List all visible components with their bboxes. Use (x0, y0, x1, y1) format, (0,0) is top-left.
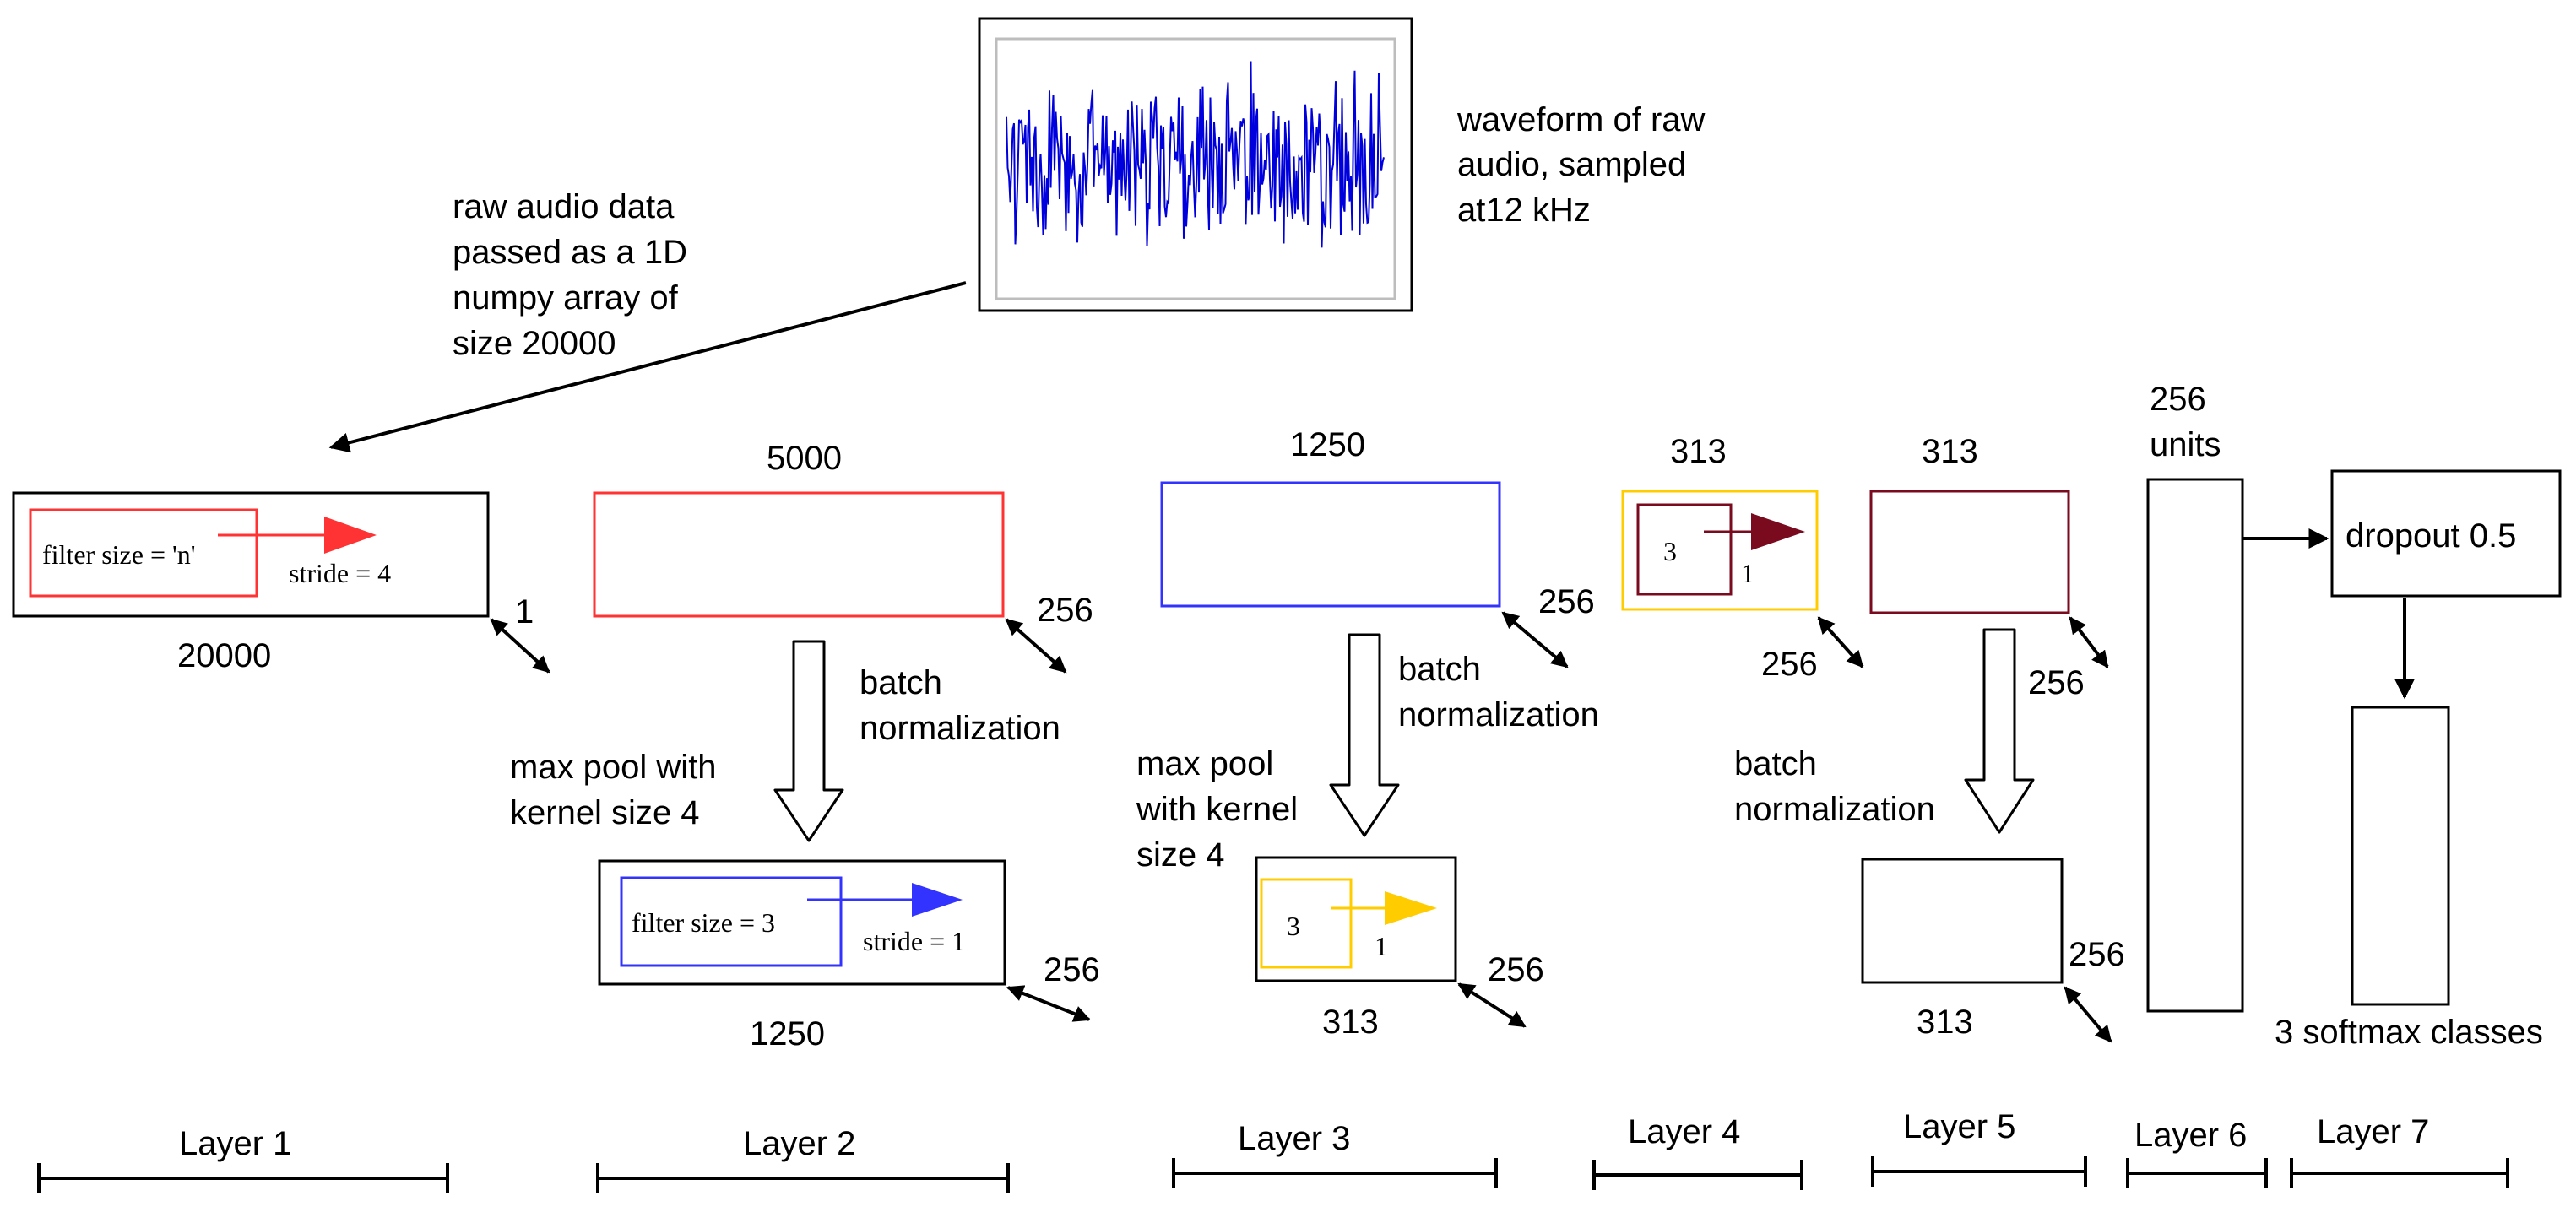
layer1-label: Layer 1 (179, 1125, 291, 1162)
layer3-label: Layer 3 (1238, 1120, 1350, 1157)
layer2-conv-length: 5000 (767, 440, 842, 477)
layer2-pool-depth: 256 (1044, 951, 1100, 988)
layer4-filter-box (1636, 503, 1733, 596)
layer2-conv-depth-arrow (1005, 618, 1067, 674)
layer6-range (2126, 1158, 2268, 1188)
layer2-batch-norm: batch normalization (860, 664, 1060, 747)
layer5-conv-length: 313 (1922, 433, 1978, 470)
layer2-label: Layer 2 (743, 1125, 855, 1162)
layer4-stride-arrowhead (1751, 513, 1805, 550)
layer4-depth-arrow (1817, 616, 1864, 668)
layer3-conv-length: 1250 (1290, 426, 1365, 463)
layer5-label: Layer 5 (1903, 1108, 2015, 1145)
layer2-range (596, 1163, 1010, 1193)
layer4-length: 313 (1670, 433, 1727, 470)
layer1-stride-arrowhead (324, 517, 377, 554)
layer5-pool-depth-arrow (2064, 986, 2112, 1043)
softmax-box (2351, 706, 2450, 1006)
layer3-block: 1250 256 batch normalization max pool wi… (1136, 426, 1599, 1041)
layer1-stride-label: stride = 4 (289, 558, 391, 588)
layer2-block: 5000 256 batch normalization max pool wi… (510, 440, 1100, 1053)
layer1-depth-arrow (490, 618, 550, 674)
layer4-label: Layer 4 (1628, 1113, 1740, 1150)
layer5-conv-depth-arrow (2069, 616, 2109, 668)
softmax-label: 3 softmax classes (2275, 1014, 2543, 1051)
layer-labels: Layer 1 Layer 2 Layer 3 Layer 4 Layer 5 … (179, 1108, 2429, 1162)
layer5-pool-box (1861, 858, 2064, 984)
layer5-pool-depth: 256 (2069, 936, 2125, 973)
layer2-conv-depth: 256 (1037, 592, 1093, 629)
layer3-pool-depth-arrow (1457, 982, 1527, 1028)
layer3-pool-box (1255, 856, 1457, 982)
layer2-conv-box (593, 491, 1005, 618)
layer3-filter-box (1260, 878, 1353, 969)
layer2-stride-arrowhead (912, 883, 963, 917)
input-arrow (328, 281, 967, 453)
layer3-range (1172, 1158, 1498, 1188)
layer2-filter-box (620, 876, 843, 967)
input-note: raw audio data passed as a 1D numpy arra… (453, 188, 697, 362)
dropout-box (2330, 469, 2562, 598)
layer2-maxpool: max pool with kernel size 4 (510, 749, 726, 831)
waveform-caption: waveform of raw audio, sampled at12 kHz (1456, 101, 1715, 229)
layer3-pool-length: 313 (1322, 1004, 1379, 1041)
layer6-units: 256 units (2150, 381, 2221, 463)
layer4-conv-box (1621, 490, 1819, 611)
layer2-filter-label: filter size = 3 (632, 907, 775, 938)
layer2-pool-length: 1250 (750, 1015, 825, 1053)
layer3-filter-label: 3 (1287, 911, 1300, 941)
layer7-block: dropout 0.5 3 softmax classes (2275, 469, 2562, 1051)
layer2-pool-depth-arrow (1006, 985, 1091, 1022)
layer-scale (37, 1156, 2509, 1193)
layer5-conv-depth: 256 (2028, 664, 2085, 701)
layer6-block: 256 units (2146, 381, 2329, 1013)
layer1-filter-label: filter size = 'n' (42, 539, 196, 570)
layer4-stride-label: 1 (1741, 558, 1754, 588)
layer3-batch-norm: batch normalization (1398, 651, 1599, 733)
layer6-dense-box (2146, 478, 2244, 1013)
layer3-pool-arrow (1329, 633, 1400, 837)
layer5-pool-length: 313 (1917, 1004, 1973, 1041)
layer4-filter-label: 3 (1663, 536, 1677, 566)
layer2-stride-label: stride = 1 (863, 926, 965, 956)
layer4-block: 313 3 1 256 (1621, 433, 1864, 683)
layer7-label: Layer 7 (2317, 1113, 2429, 1150)
layer2-pool-box (598, 859, 1006, 986)
layer4-range (1592, 1160, 1803, 1190)
layer1-depth: 1 (515, 593, 534, 630)
layer2-pool-arrow (773, 640, 844, 842)
layer1-filter-box (29, 508, 258, 598)
layer5-batch-norm: batch normalization (1734, 745, 1935, 828)
layer1-block: filter size = 'n' stride = 4 1 20000 (12, 491, 550, 674)
waveform-panel (978, 17, 1413, 312)
layer5-pool-arrow (1964, 628, 2035, 834)
layer3-conv-box (1160, 481, 1501, 608)
layer3-conv-depth: 256 (1538, 583, 1595, 620)
dropout-label: dropout 0.5 (2346, 517, 2516, 555)
layer3-stride-arrowhead (1385, 891, 1437, 925)
layer1-length: 20000 (177, 637, 271, 674)
layer3-stride-label: 1 (1375, 931, 1388, 961)
layer5-range (1871, 1156, 2087, 1187)
layer6-label: Layer 6 (2134, 1117, 2247, 1154)
layer5-block: 313 256 batch normalization 256 313 (1734, 433, 2125, 1043)
layer3-pool-depth: 256 (1488, 951, 1544, 988)
layer1-range (37, 1163, 449, 1193)
layer3-conv-depth-arrow (1501, 611, 1569, 668)
layer3-maxpool: max pool with kernel size 4 (1136, 745, 1307, 874)
layer7-range (2290, 1158, 2509, 1188)
layer4-depth: 256 (1761, 646, 1818, 683)
waveform-signal (1006, 61, 1385, 248)
layer5-conv-box (1869, 490, 2070, 614)
